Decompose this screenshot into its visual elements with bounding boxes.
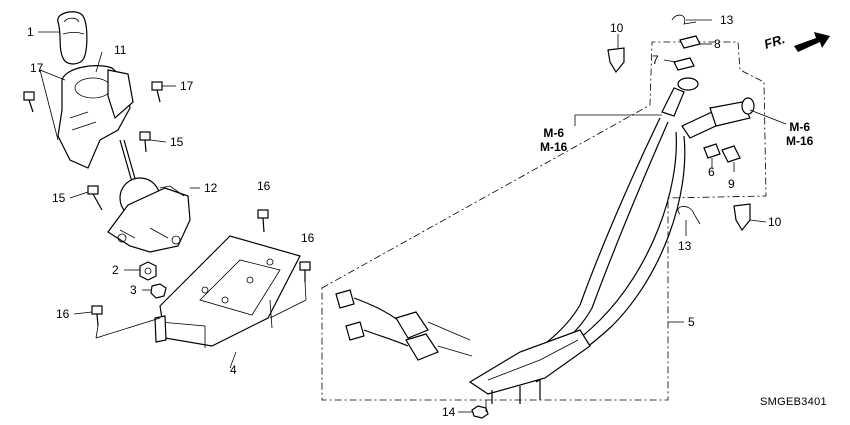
label-part-15: 15 [52, 191, 66, 205]
front-direction-arrow [794, 32, 830, 52]
shifter-base [107, 139, 191, 253]
label-part-5: 5 [688, 315, 695, 329]
section-reference-right: M-6 M-16 [786, 120, 814, 148]
bolt-16b [299, 261, 311, 282]
label-part-12: 12 [204, 181, 218, 195]
label-part-13: 13 [678, 239, 692, 253]
label-part-15: 15 [170, 135, 184, 149]
label-part-6: 6 [708, 165, 715, 179]
nut-14 [471, 405, 489, 419]
diagram-code: SMGEB3401 [760, 396, 827, 408]
label-part-3: 3 [130, 283, 137, 297]
label-part-9: 9 [728, 177, 735, 191]
label-part-16: 16 [301, 231, 315, 245]
bolt-15a [139, 131, 151, 153]
bolt-17a [23, 91, 35, 113]
label-part-17: 17 [30, 61, 44, 75]
label-part-1: 1 [27, 25, 34, 39]
label-part-10: 10 [768, 215, 782, 229]
label-part-2: 2 [112, 263, 119, 277]
shift-cables [335, 14, 755, 404]
label-part-4: 4 [230, 363, 237, 377]
label-part-7: 7 [652, 53, 659, 67]
label-part-14: 14 [442, 405, 456, 419]
label-part-16: 16 [56, 307, 70, 321]
bolt-16a [257, 209, 269, 233]
console-housing [57, 65, 134, 169]
leader-lines [38, 31, 487, 413]
shifter-bracket [154, 235, 301, 348]
bolt-17b [151, 81, 163, 103]
shift-knob [57, 11, 88, 65]
label-part-13: 13 [720, 13, 734, 27]
label-part-10: 10 [610, 21, 624, 35]
label-part-16: 16 [257, 179, 271, 193]
label-part-11: 11 [114, 43, 127, 57]
nut-and-collar [139, 261, 167, 299]
bolt-15b [87, 185, 103, 211]
bolts [23, 81, 489, 419]
bolt-16c [91, 305, 103, 327]
leader-lines-right [574, 19, 787, 323]
label-part-8: 8 [714, 37, 721, 51]
section-reference-left: M-6 M-16 [540, 126, 568, 154]
label-part-17: 17 [180, 79, 194, 93]
